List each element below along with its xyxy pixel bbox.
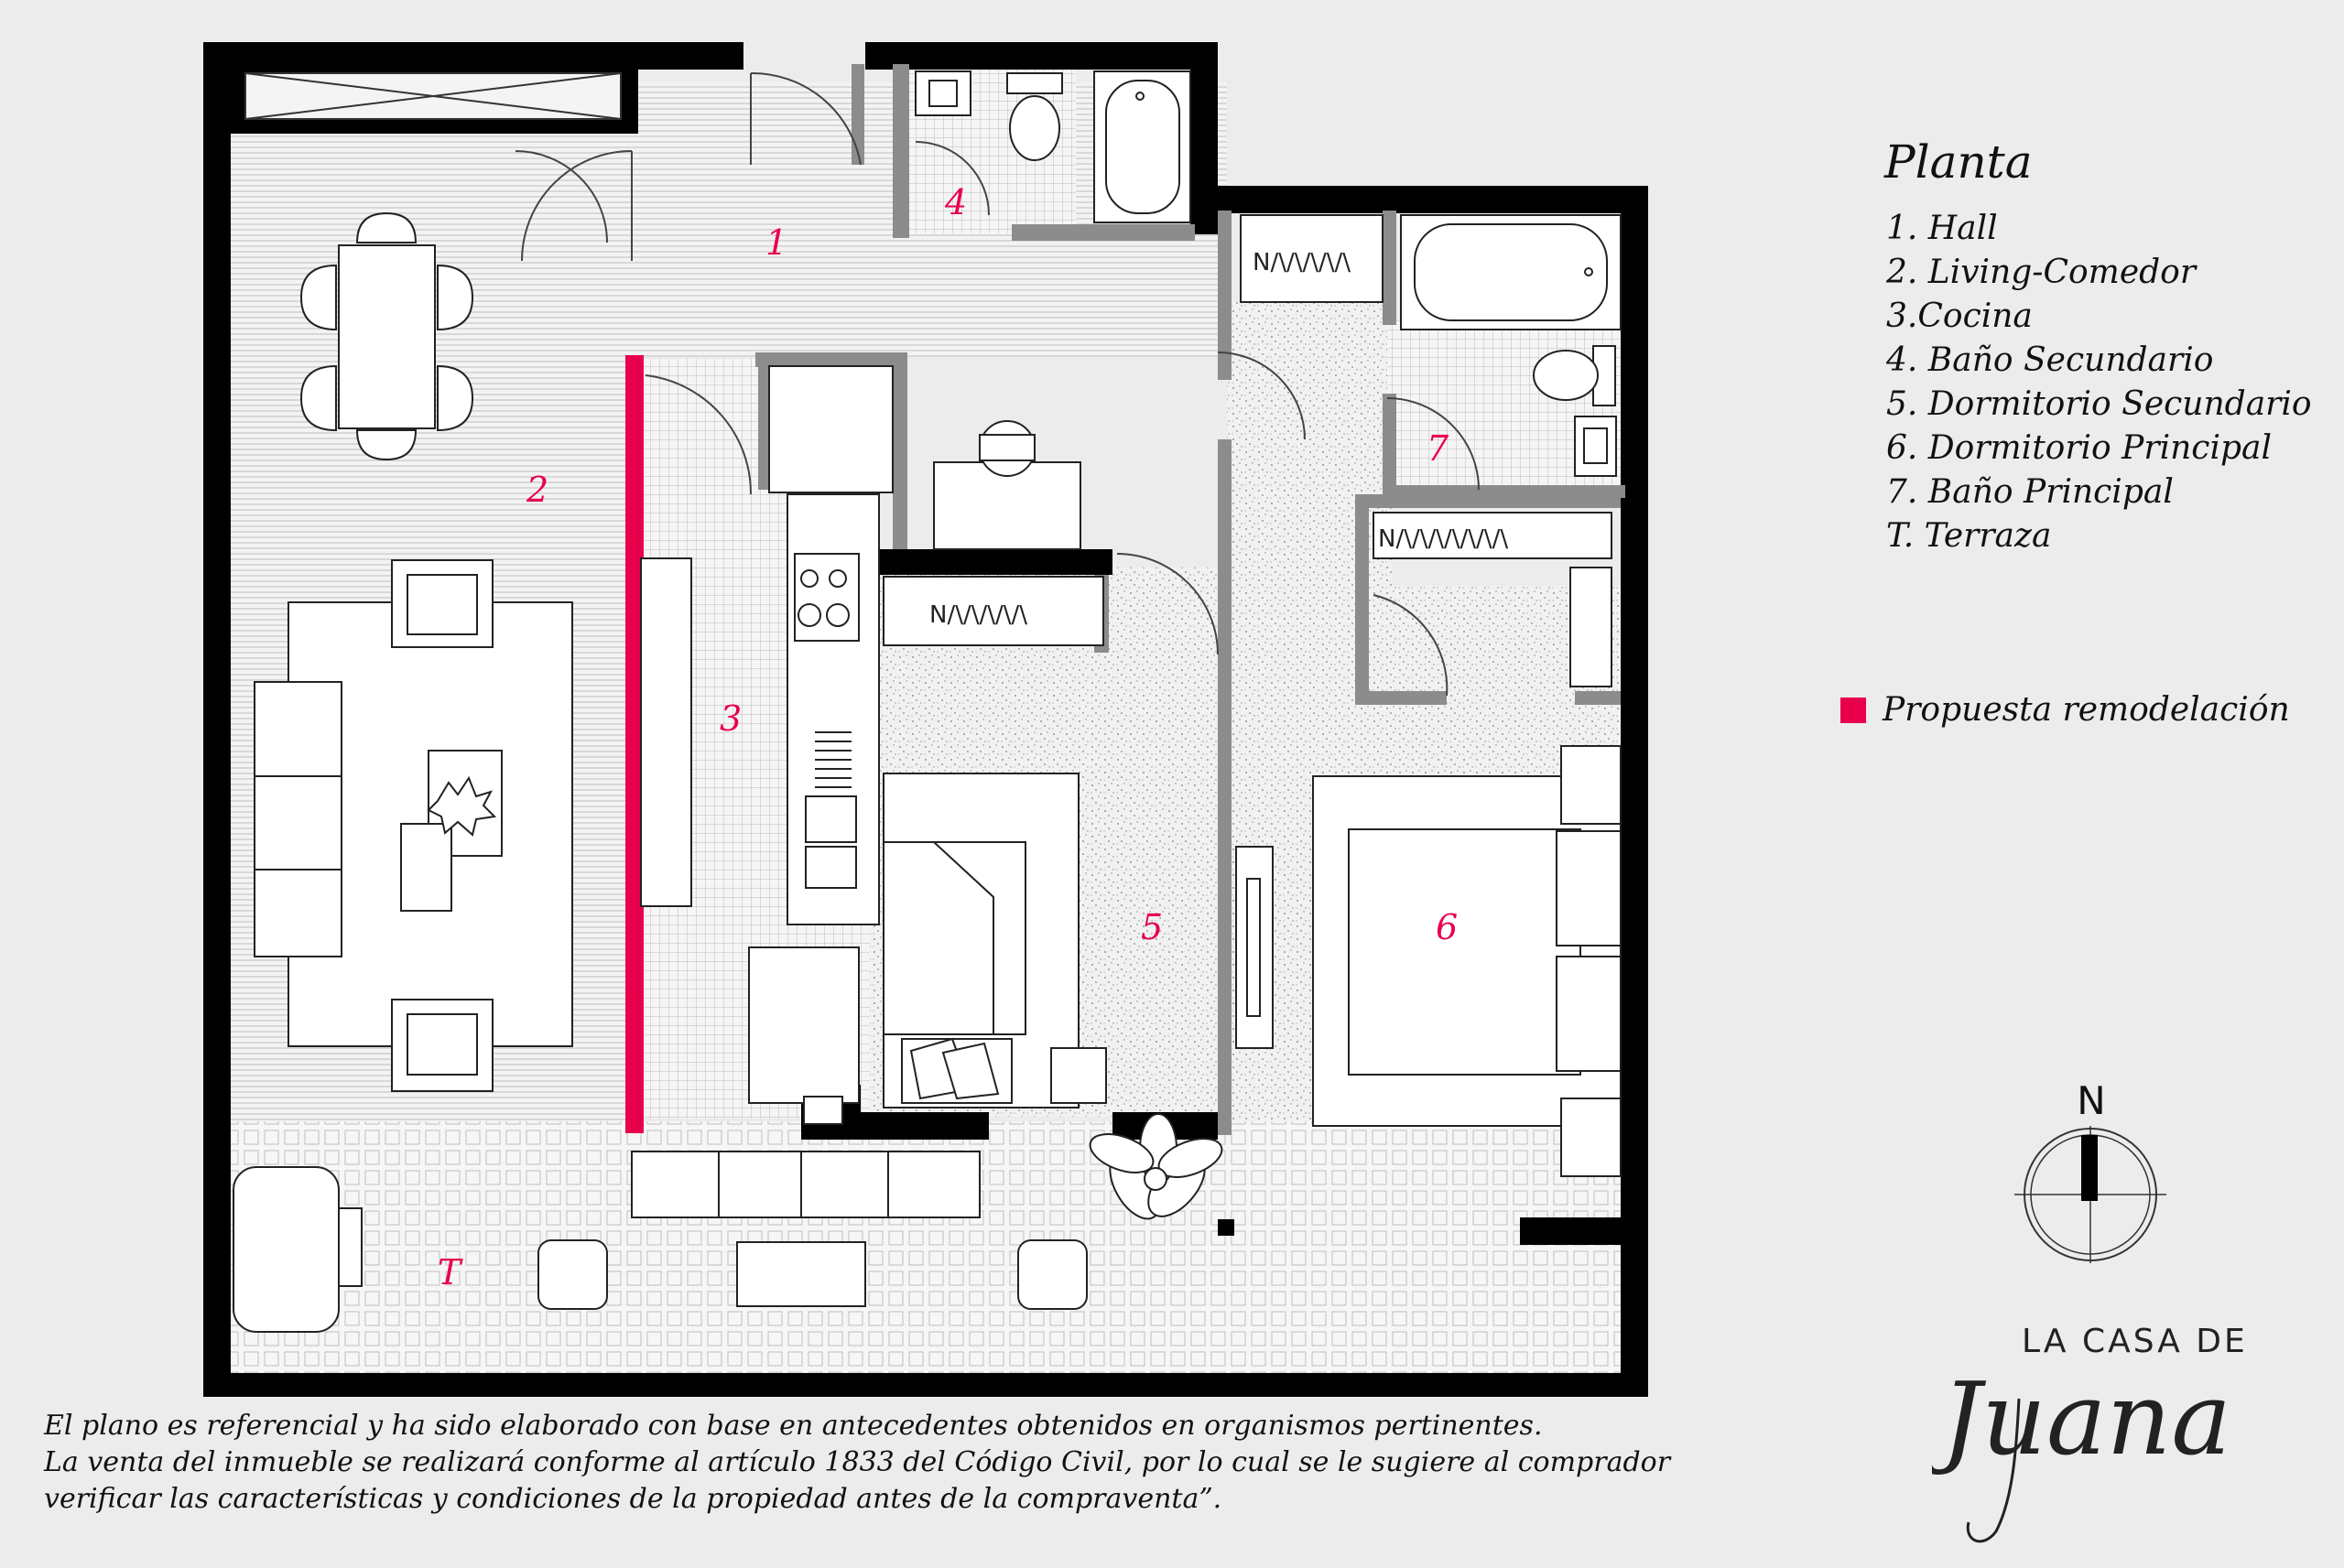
dishrack-icon [815, 731, 852, 788]
disclaimer-line: El plano es referencial y ha sido elabor… [44, 1410, 1543, 1442]
room-label-living: 2 [526, 470, 548, 510]
brand-script-text: Juana [1932, 1360, 2231, 1477]
bath4-fixtures [915, 70, 1191, 223]
legend-item: 2. Living-Comedor [1886, 254, 2197, 291]
storage-box [231, 70, 638, 134]
svg-text:N/\/\/\/\/\: N/\/\/\/\/\ [929, 601, 1027, 629]
door-swings [515, 71, 1480, 697]
dining-set [299, 211, 474, 461]
bedroom5-furniture [883, 773, 1107, 1108]
proposal-label: Propuesta remodelación [1883, 691, 2290, 729]
proposal-wall [625, 355, 644, 1133]
disclaimer-line: La venta del inmueble se realizará confo… [44, 1446, 1671, 1478]
bedroom6-furniture [1235, 745, 1622, 1177]
closets: N/\/\/\/\/\ N/\/\/\/\/\/\/\ N/\/\/\/\/\ [883, 214, 1612, 687]
svg-text:N/\/\/\/\/\/\/\: N/\/\/\/\/\/\/\ [1378, 525, 1508, 553]
legend-title: Planta [1884, 135, 2033, 189]
compass-icon [2014, 1126, 2166, 1263]
legend-item: 1. Hall [1886, 210, 1998, 247]
room-labels: 1 2 3 4 5 6 7 T [438, 182, 1458, 1292]
room-label-bath-secondary: 4 [944, 182, 967, 222]
disclaimer: El plano es referencial y ha sido elabor… [44, 1408, 1692, 1518]
svg-text:N/\/\/\/\/\: N/\/\/\/\/\ [1253, 249, 1351, 276]
terrace-floor-right [1227, 1231, 1621, 1373]
legend-item: 3.Cocina [1886, 297, 2033, 335]
legend-item: T. Terraza [1886, 517, 2052, 555]
living-set [254, 559, 573, 1092]
legend-item: 6. Dormitorio Principal [1886, 429, 2272, 467]
bath7-fixtures [1400, 214, 1622, 477]
room-label-bed-main: 6 [1436, 907, 1458, 947]
proposal-swatch [1840, 697, 1866, 723]
terrace-furniture [233, 1113, 1223, 1333]
room-label-terrace: T [438, 1252, 463, 1292]
room-label-kitchen: 3 [720, 698, 742, 739]
plant-icon [1089, 1113, 1223, 1220]
brand-top: LA CASA DE [2022, 1323, 2248, 1360]
brand-logo: Juana [1932, 1360, 2231, 1543]
legend-item: 7. Baño Principal [1886, 473, 2174, 511]
kitchen-fixtures [640, 365, 1081, 1125]
compass-north-label: N [2077, 1078, 2106, 1123]
room-label-bed-secondary: 5 [1141, 907, 1163, 947]
disclaimer-line: verificar las características y condicio… [44, 1483, 1222, 1515]
room-label-hall: 1 [765, 222, 787, 263]
proposal-legend: Propuesta remodelación [1840, 691, 2290, 729]
hall-floor-lower [627, 220, 1227, 357]
legend-list: 1. Hall 2. Living-Comedor 3.Cocina 4. Ba… [1886, 207, 2312, 558]
legend-item: 4. Baño Secundario [1886, 341, 2214, 379]
interior-partitions [755, 64, 1625, 1135]
legend-item: 5. Dormitorio Secundario [1886, 385, 2312, 423]
room-label-bath-main: 7 [1427, 428, 1449, 469]
